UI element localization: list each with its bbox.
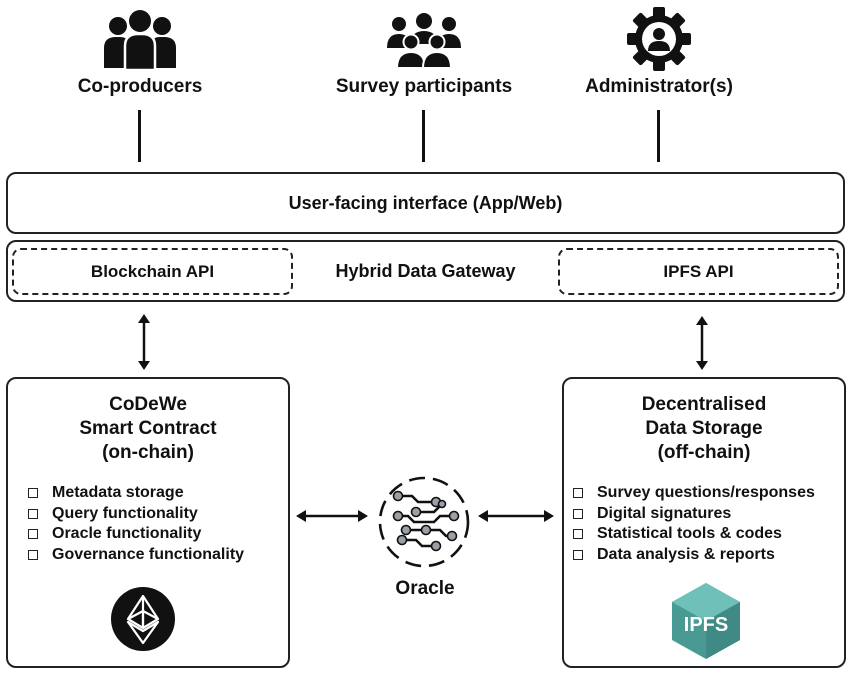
list-item: Governance functionality [28,545,244,566]
double-arrow-contract-oracle [296,510,368,522]
checkbox-icon [28,508,38,519]
smart-contract-title-1: CoDeWe [109,394,187,415]
actor-label-survey-participants: Survey participants [335,76,513,97]
gateway-label: Hybrid Data Gateway [335,260,516,281]
list-item: Data analysis & reports [573,545,815,566]
ipfs-api-box: IPFS API [558,248,839,295]
ipfs-logo-text: IPFS [684,614,728,636]
checkbox-icon [573,529,583,540]
list-item: Digital signatures [573,504,815,525]
data-storage-panel: Decentralised Data Storage (off-chain) S… [562,377,846,668]
connector-line [422,110,425,162]
data-storage-title-2: Data Storage [645,418,763,439]
circuit-icon [378,476,470,568]
ethereum-icon [111,587,175,651]
actor-label-co-producers: Co-producers [77,76,203,97]
crowd-icon [384,12,464,75]
smart-contract-title-2: Smart Contract [79,418,217,439]
list-item: Statistical tools & codes [573,524,815,545]
smart-contract-panel: CoDeWe Smart Contract (on-chain) Metadat… [6,377,290,668]
checkbox-icon [28,549,38,560]
data-storage-title-3: (off-chain) [657,442,751,463]
list-item: Oracle functionality [28,524,244,545]
list-item: Survey questions/responses [573,483,815,504]
checkbox-icon [573,508,583,519]
ipfs-api-label: IPFS API [663,261,734,281]
connector-line [138,110,141,162]
double-arrow-oracle-storage [478,510,554,522]
ipfs-logo-icon: IPFS [672,583,740,659]
group-icon [100,8,180,77]
connector-line [657,110,660,162]
checkbox-icon [573,549,583,560]
user-interface-box: User-facing interface (App/Web) [6,172,845,234]
oracle-label: Oracle [395,578,455,599]
checkbox-icon [28,488,38,499]
double-arrow-right [696,316,708,370]
actor-label-administrators: Administrator(s) [585,76,733,97]
admin-gear-icon [626,6,692,77]
double-arrow-left [138,314,150,370]
data-storage-title-1: Decentralised [641,394,767,415]
user-interface-label: User-facing interface (App/Web) [288,192,563,213]
smart-contract-title-3: (on-chain) [102,442,194,463]
list-item: Query functionality [28,504,244,525]
list-item: Metadata storage [28,483,244,504]
smart-contract-feature-list: Metadata storage Query functionality Ora… [28,483,244,565]
blockchain-api-label: Blockchain API [90,261,215,281]
checkbox-icon [573,488,583,499]
checkbox-icon [28,529,38,540]
blockchain-api-box: Blockchain API [12,248,293,295]
data-storage-content-list: Survey questions/responses Digital signa… [573,483,815,565]
hybrid-gateway-box: Blockchain API Hybrid Data Gateway IPFS … [6,240,845,302]
